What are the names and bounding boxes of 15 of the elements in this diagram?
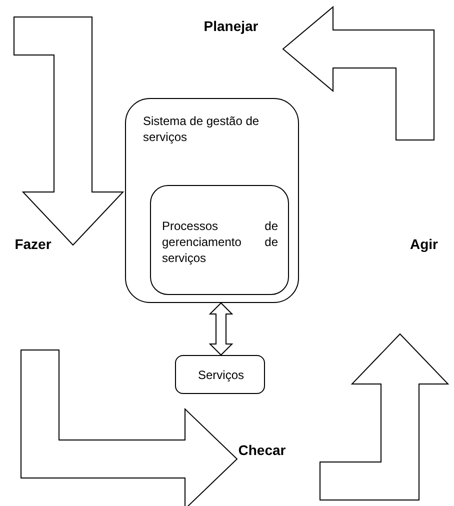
block-arrow [14, 16, 124, 246]
box-text: Sistema de gestão de serviços [143, 113, 260, 145]
phase-label: Planejar [202, 18, 260, 34]
rounded-box [125, 98, 299, 303]
block-arrow [320, 333, 450, 500]
rounded-box [150, 185, 289, 295]
box-text: Processos de gerenciamento de serviços [162, 218, 278, 266]
box-text: Serviços [196, 367, 245, 383]
double-block-arrow [208, 302, 234, 356]
phase-label: Checar [237, 442, 287, 458]
phase-label: Fazer [14, 236, 52, 252]
block-arrow [20, 350, 238, 506]
block-arrow [282, 6, 434, 140]
rounded-box [175, 355, 265, 394]
phase-label: Agir [409, 236, 439, 252]
